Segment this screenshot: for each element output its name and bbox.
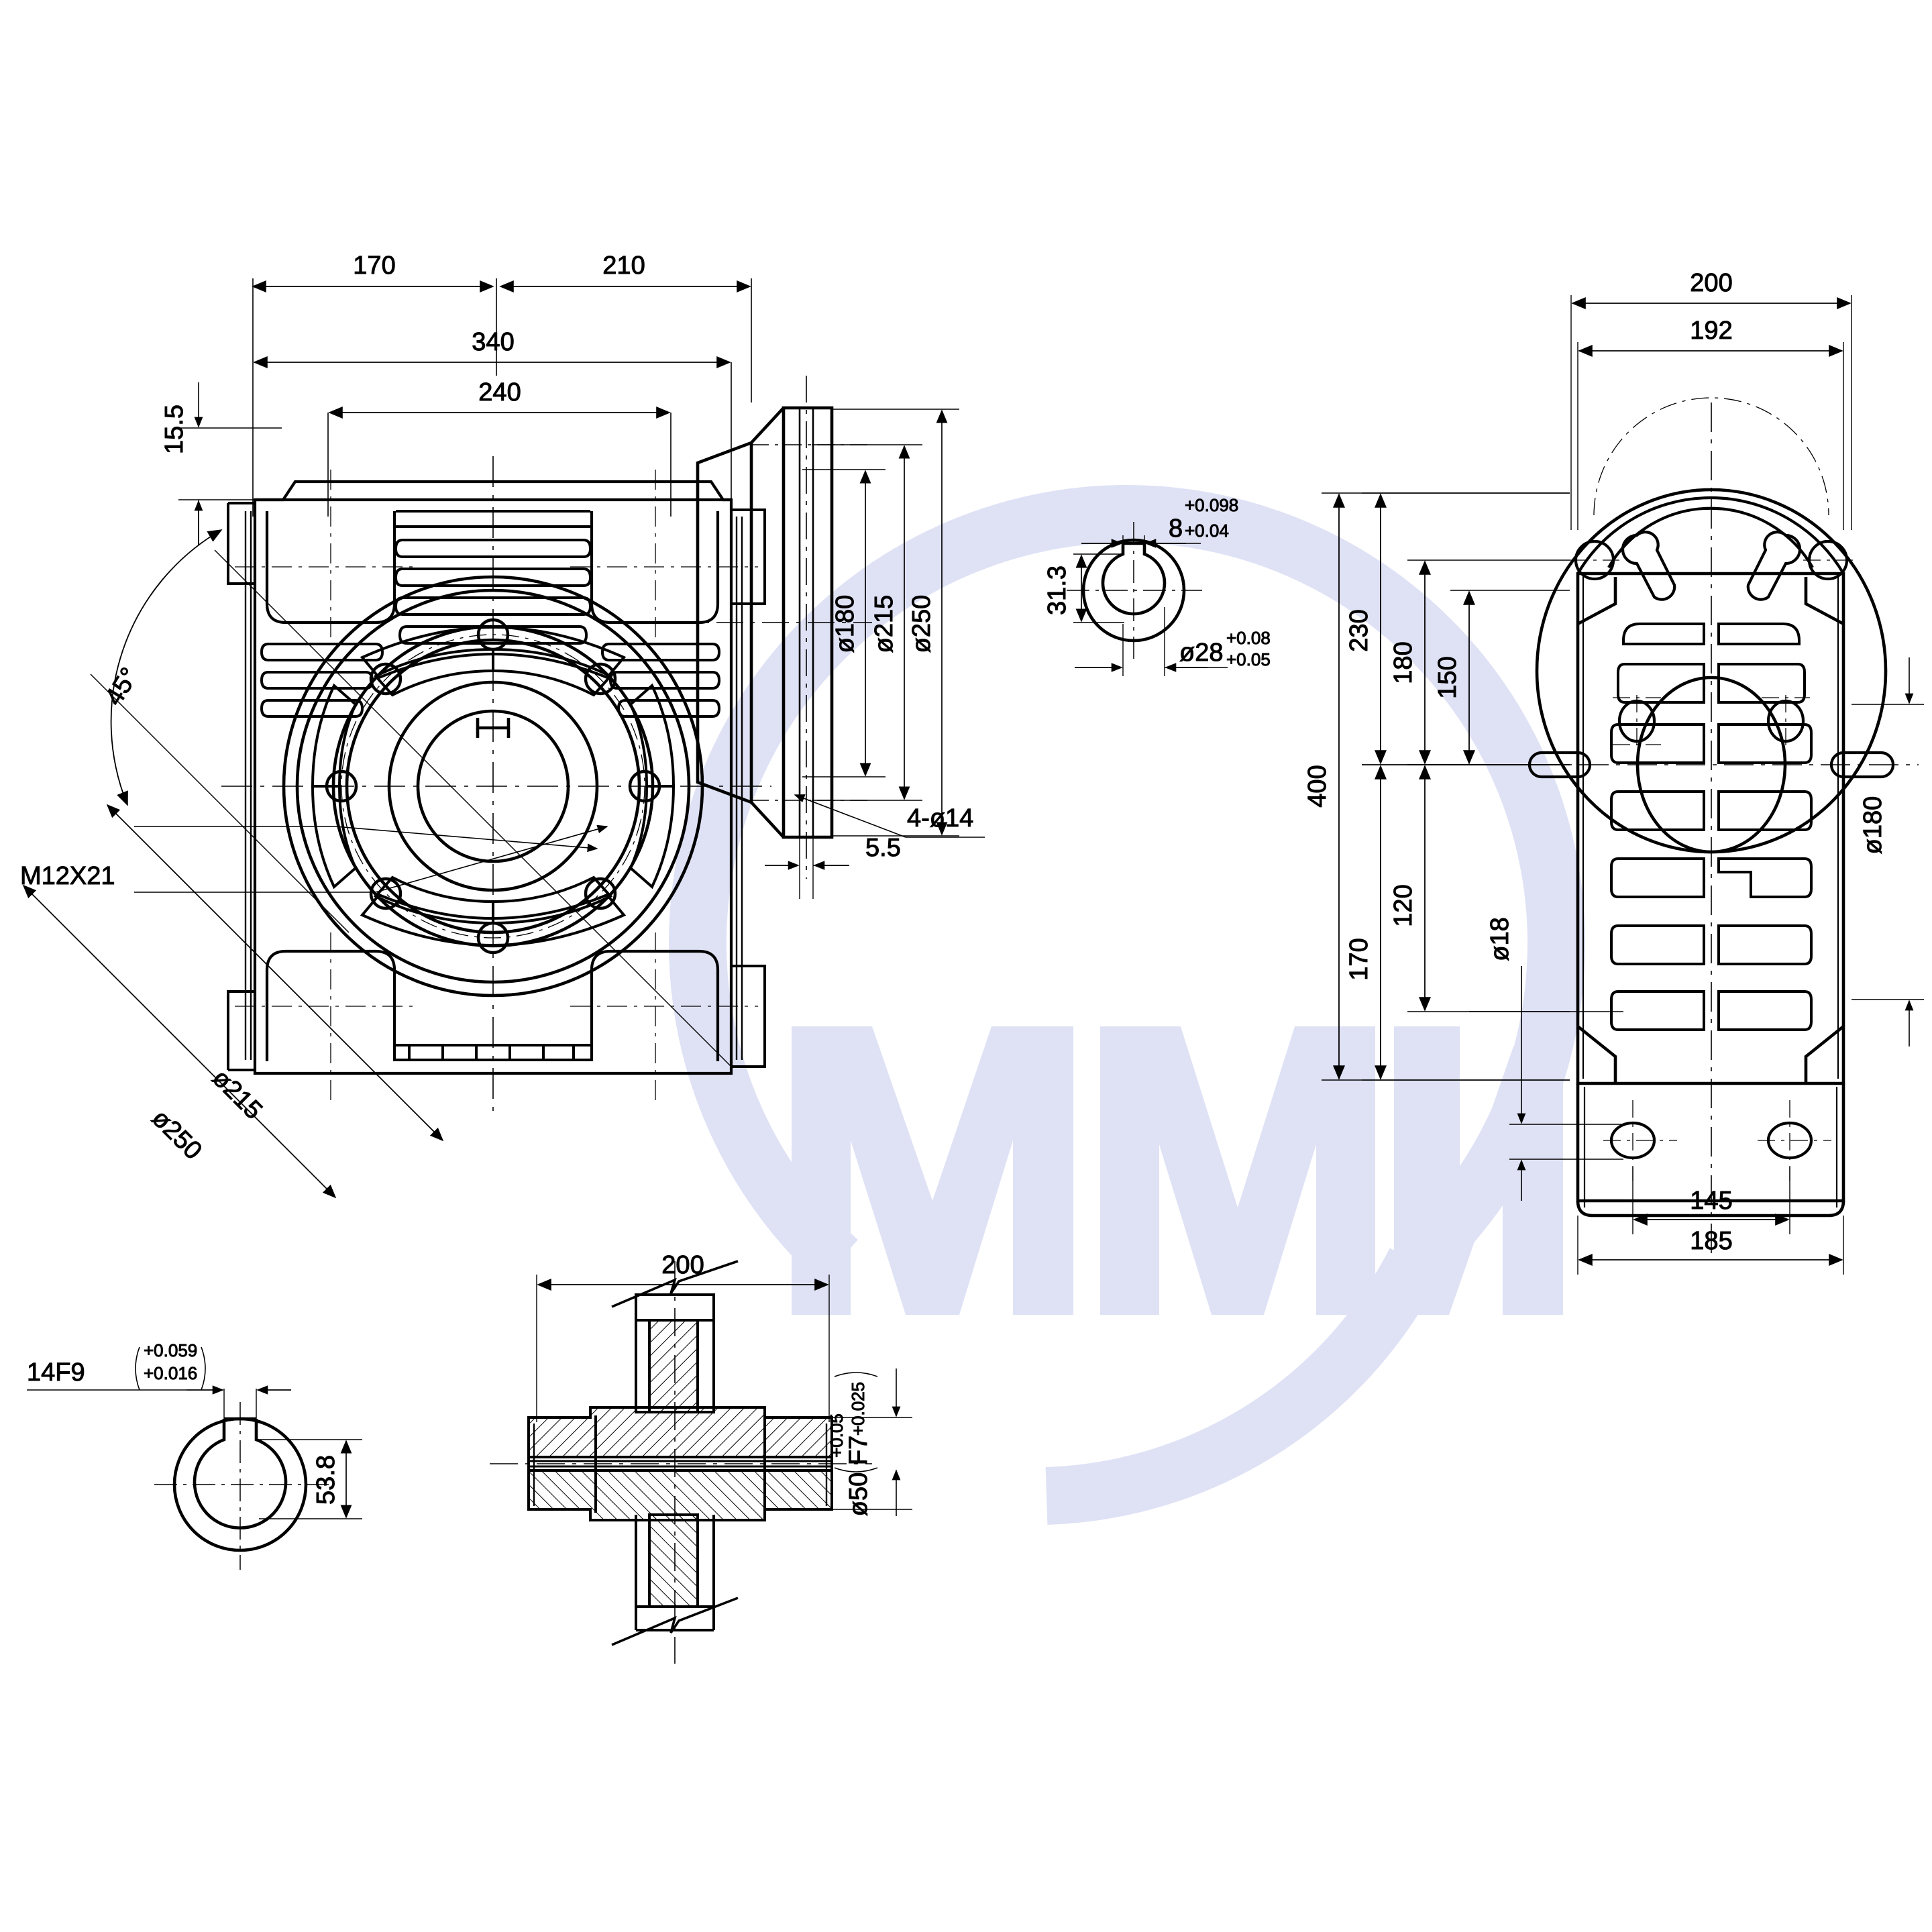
dim-phi18-label: ø18 <box>1486 917 1514 961</box>
input-shaft-centrelines <box>1067 522 1202 659</box>
dim-240: 240 <box>327 378 672 517</box>
leader-14f9: 14F9 +0.059 +0.016 <box>27 1340 291 1440</box>
dim-180-right-label: 180 <box>1389 641 1417 684</box>
dim-4phi14-label: 4-ø14 <box>907 804 973 833</box>
watermark-logo <box>669 485 1585 1525</box>
dim-210-label: 210 <box>602 252 645 280</box>
dim-150-label: 150 <box>1434 656 1462 698</box>
front-right-pads <box>731 508 766 1068</box>
dim-31_3: 31.3 <box>1043 553 1124 623</box>
dim-210: 210 <box>499 252 752 402</box>
dim-31_3-label: 31.3 <box>1043 566 1071 615</box>
output-shaft-section: 200 <box>490 1251 912 1664</box>
dim-d250-label: ø250 <box>146 1104 207 1165</box>
dim-170-right: 170 <box>1345 764 1570 1081</box>
dim-phi50-tol-upper: +0.05 <box>826 1413 847 1458</box>
m12x21-label: M12X21 <box>20 862 115 890</box>
dim-phi215-side: ø215 <box>812 444 922 801</box>
output-section-body <box>527 1406 833 1521</box>
dim-230: 230 <box>1345 492 1570 765</box>
dim-phi18: ø18 <box>1469 917 1623 1201</box>
dim-phi50-f7: ø50 F7 +0.05 +0.025 <box>826 1368 912 1517</box>
dim-400-label: 400 <box>1303 765 1332 807</box>
output-section-lower-web <box>611 1513 739 1646</box>
dim-phi250-side-label: ø250 <box>908 595 936 653</box>
dim-keyway-8-tol-lower: +0.04 <box>1185 521 1229 541</box>
dim-185-label: 185 <box>1690 1227 1732 1255</box>
dim-185: 185 <box>1577 1216 1844 1275</box>
dim-150: 150 <box>1434 590 1570 765</box>
dim-192: 192 <box>1577 317 1844 530</box>
input-shaft-detail: 8 +0.098 +0.04 31.3 ø28 +0.08 +0.05 <box>1043 495 1271 676</box>
dim-5_5-label: 5.5 <box>865 834 901 862</box>
dim-230-label: 230 <box>1345 609 1373 651</box>
dim-phi250-side: ø250 <box>832 409 959 837</box>
dim-45-degree: 45° <box>99 529 223 806</box>
leader-m12x21: M12X21 <box>20 824 608 893</box>
dim-45-label: 45° <box>100 663 144 710</box>
dim-200-right: 200 <box>1570 269 1852 530</box>
dim-14f9-tol-upper: +0.059 <box>144 1340 197 1360</box>
dim-phi180-side: ø180 <box>802 469 885 777</box>
dim-170-right-label: 170 <box>1345 938 1373 980</box>
dim-keyway-8-label: 8 <box>1169 515 1183 543</box>
dim-keyway-8: 8 +0.098 +0.04 <box>1081 495 1239 554</box>
output-bore-centrelines <box>154 1402 329 1570</box>
right-internal-fins <box>1610 623 1813 1031</box>
dim-15_5: 15.5 <box>160 382 282 545</box>
dim-phi180-right-label: ø180 <box>1859 796 1887 855</box>
leader-4-phi14: 4-ø14 <box>794 794 985 838</box>
dim-phi28-label: ø28 <box>1179 639 1223 667</box>
output-section-upper-web <box>611 1260 739 1413</box>
dim-14f9-tol-lower: +0.016 <box>144 1363 197 1383</box>
dim-240-label: 240 <box>478 378 521 407</box>
front-view: 170 210 340 240 15.5 <box>20 252 771 1199</box>
front-bolt-centrelines <box>341 634 645 938</box>
side-centre-lines <box>671 376 872 879</box>
dim-120: 120 <box>1389 764 1570 1012</box>
dim-phi180-right: ø180 <box>1851 657 1924 1046</box>
dim-53_8: 53.8 <box>259 1439 362 1519</box>
dim-5_5: 5.5 <box>765 834 901 899</box>
dim-phi28-tol-upper: +0.08 <box>1226 628 1271 648</box>
front-pad-centrelines <box>235 470 758 1107</box>
front-housing-outline <box>253 480 733 1075</box>
dim-phi50-f7-label: ø50 F7 <box>845 1436 873 1516</box>
dim-53_8-label: 53.8 <box>312 1455 340 1505</box>
output-section-centrelines <box>490 1261 872 1664</box>
front-centre-lines <box>221 456 771 1114</box>
dim-120-label: 120 <box>1389 884 1417 926</box>
dim-phi28-tol-lower: +0.05 <box>1226 649 1271 669</box>
dim-170-label: 170 <box>353 252 395 280</box>
dim-170: 170 <box>252 252 497 517</box>
dim-340: 340 <box>253 328 732 517</box>
front-left-pads <box>227 502 255 1071</box>
dim-phi50-tol-lower: +0.025 <box>848 1382 868 1436</box>
dim-phi28: ø28 +0.08 +0.05 <box>1075 607 1271 676</box>
dim-200-right-label: 200 <box>1690 269 1732 297</box>
output-bore-detail: 14F9 +0.059 +0.016 53.8 <box>27 1340 362 1570</box>
dim-phi180-side-label: ø180 <box>831 595 859 653</box>
dim-phi215-side-label: ø215 <box>870 595 898 653</box>
side-view-flange: ø180 ø215 ø250 5.5 4-ø14 <box>671 376 985 899</box>
dim-145-label: 145 <box>1690 1187 1732 1215</box>
dim-145: 145 <box>1632 1167 1790 1234</box>
dim-192-label: 192 <box>1690 317 1732 345</box>
dim-340-label: 340 <box>472 328 514 356</box>
dim-keyway-8-tol-upper: +0.098 <box>1185 495 1238 515</box>
dim-14f9-label: 14F9 <box>27 1358 85 1387</box>
dim-15_5-label: 15.5 <box>160 405 189 454</box>
right-side-view: 200 192 <box>1303 269 1924 1275</box>
